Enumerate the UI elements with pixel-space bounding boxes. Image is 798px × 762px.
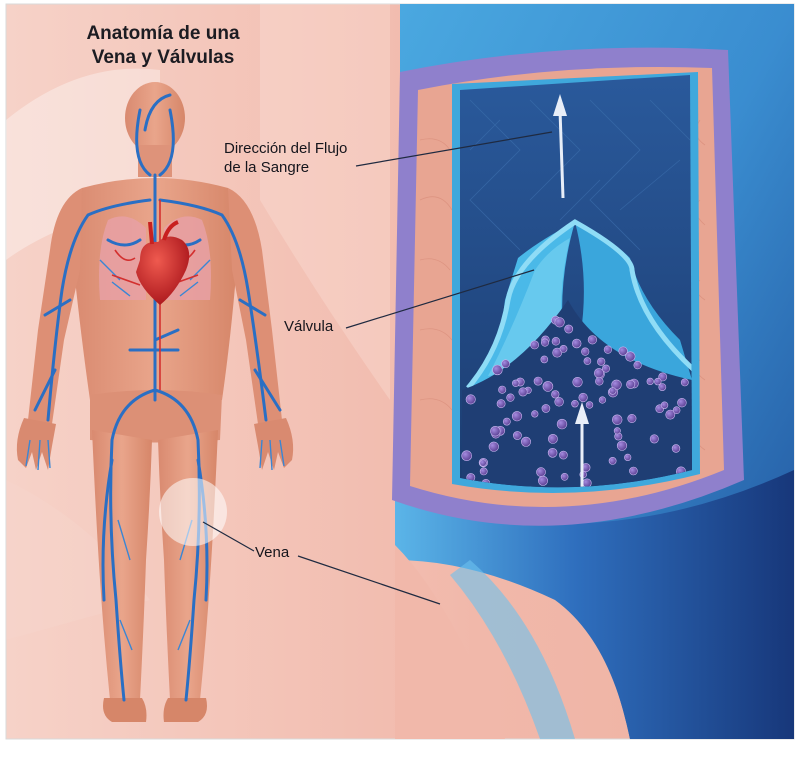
vein-label: Vena xyxy=(255,543,289,562)
blood-cell xyxy=(586,402,593,409)
valve-label: Válvula xyxy=(284,317,333,336)
blood-cell xyxy=(579,393,588,402)
blood-cell xyxy=(548,448,557,457)
blood-cell xyxy=(497,400,505,408)
blood-flow-direction-label: Dirección del Flujo de la Sangre xyxy=(224,139,347,177)
blood-cell xyxy=(609,457,616,464)
blood-cell xyxy=(462,451,472,461)
flow-label-line-2: de la Sangre xyxy=(224,158,347,177)
diagram-title: Anatomía de una Vena y Válvulas xyxy=(48,22,278,70)
blood-cell xyxy=(531,341,539,349)
blood-cell xyxy=(541,356,548,363)
blood-cell xyxy=(609,388,616,395)
blood-cell xyxy=(543,381,553,391)
blood-cell xyxy=(634,361,642,369)
blood-cell xyxy=(538,476,547,485)
blood-cell xyxy=(541,339,548,346)
blood-cell xyxy=(560,345,567,352)
blood-cell xyxy=(548,434,557,443)
blood-cell xyxy=(599,397,606,404)
blood-cell xyxy=(588,336,597,345)
blood-cell xyxy=(537,468,546,477)
blood-cell xyxy=(552,337,560,345)
blood-cell xyxy=(555,397,564,406)
title-line-1: Anatomía de una xyxy=(48,22,278,46)
blood-cell xyxy=(561,473,568,480)
vein-highlight-circle xyxy=(159,478,227,546)
blood-cell xyxy=(573,377,583,387)
blood-cell xyxy=(532,411,539,418)
blood-cell xyxy=(604,346,612,354)
blood-cell xyxy=(552,391,560,399)
blood-cell xyxy=(502,360,510,368)
blood-cell xyxy=(572,339,581,348)
blood-cell xyxy=(624,454,631,461)
blood-cell xyxy=(557,419,567,429)
blood-cell xyxy=(661,402,668,409)
blood-cell xyxy=(542,404,550,412)
blood-cell xyxy=(581,348,589,356)
blood-cell xyxy=(672,445,680,453)
blood-cell xyxy=(493,365,503,375)
blood-cell xyxy=(681,379,688,386)
blood-cell xyxy=(617,441,627,451)
blood-cell xyxy=(628,414,636,422)
title-line-2: Vena y Válvulas xyxy=(48,46,278,70)
blood-cell xyxy=(499,386,506,393)
blood-cell xyxy=(480,468,487,475)
blood-cell xyxy=(597,358,605,366)
blood-cell xyxy=(583,479,592,488)
blood-cell xyxy=(489,442,499,452)
blood-cell xyxy=(555,318,565,328)
blood-cell xyxy=(626,380,634,388)
flow-label-line-1: Dirección del Flujo xyxy=(224,139,347,158)
blood-cell xyxy=(466,395,475,404)
blood-cell xyxy=(513,431,521,439)
blood-cell xyxy=(572,400,579,407)
blood-cell xyxy=(512,411,522,421)
blood-cell xyxy=(480,460,487,467)
blood-cell xyxy=(559,451,567,459)
blood-cell xyxy=(673,407,680,414)
blood-cell xyxy=(595,377,603,385)
blood-cell xyxy=(519,388,527,396)
blood-cell xyxy=(678,398,687,407)
blood-cell xyxy=(612,415,622,425)
blood-cell xyxy=(650,435,658,443)
blood-cell xyxy=(614,428,620,434)
blood-cell xyxy=(503,418,510,425)
blood-cell xyxy=(521,437,530,446)
blood-cell xyxy=(565,325,573,333)
blood-cell xyxy=(490,426,500,436)
blood-cell xyxy=(584,358,591,365)
blood-cell xyxy=(654,378,661,385)
blood-cell xyxy=(602,365,609,372)
blood-cell xyxy=(629,467,637,475)
blood-cell xyxy=(619,347,628,356)
blood-cell xyxy=(534,377,542,385)
blood-cell xyxy=(507,394,515,402)
blood-cell xyxy=(647,378,654,385)
blood-cell xyxy=(512,380,519,387)
